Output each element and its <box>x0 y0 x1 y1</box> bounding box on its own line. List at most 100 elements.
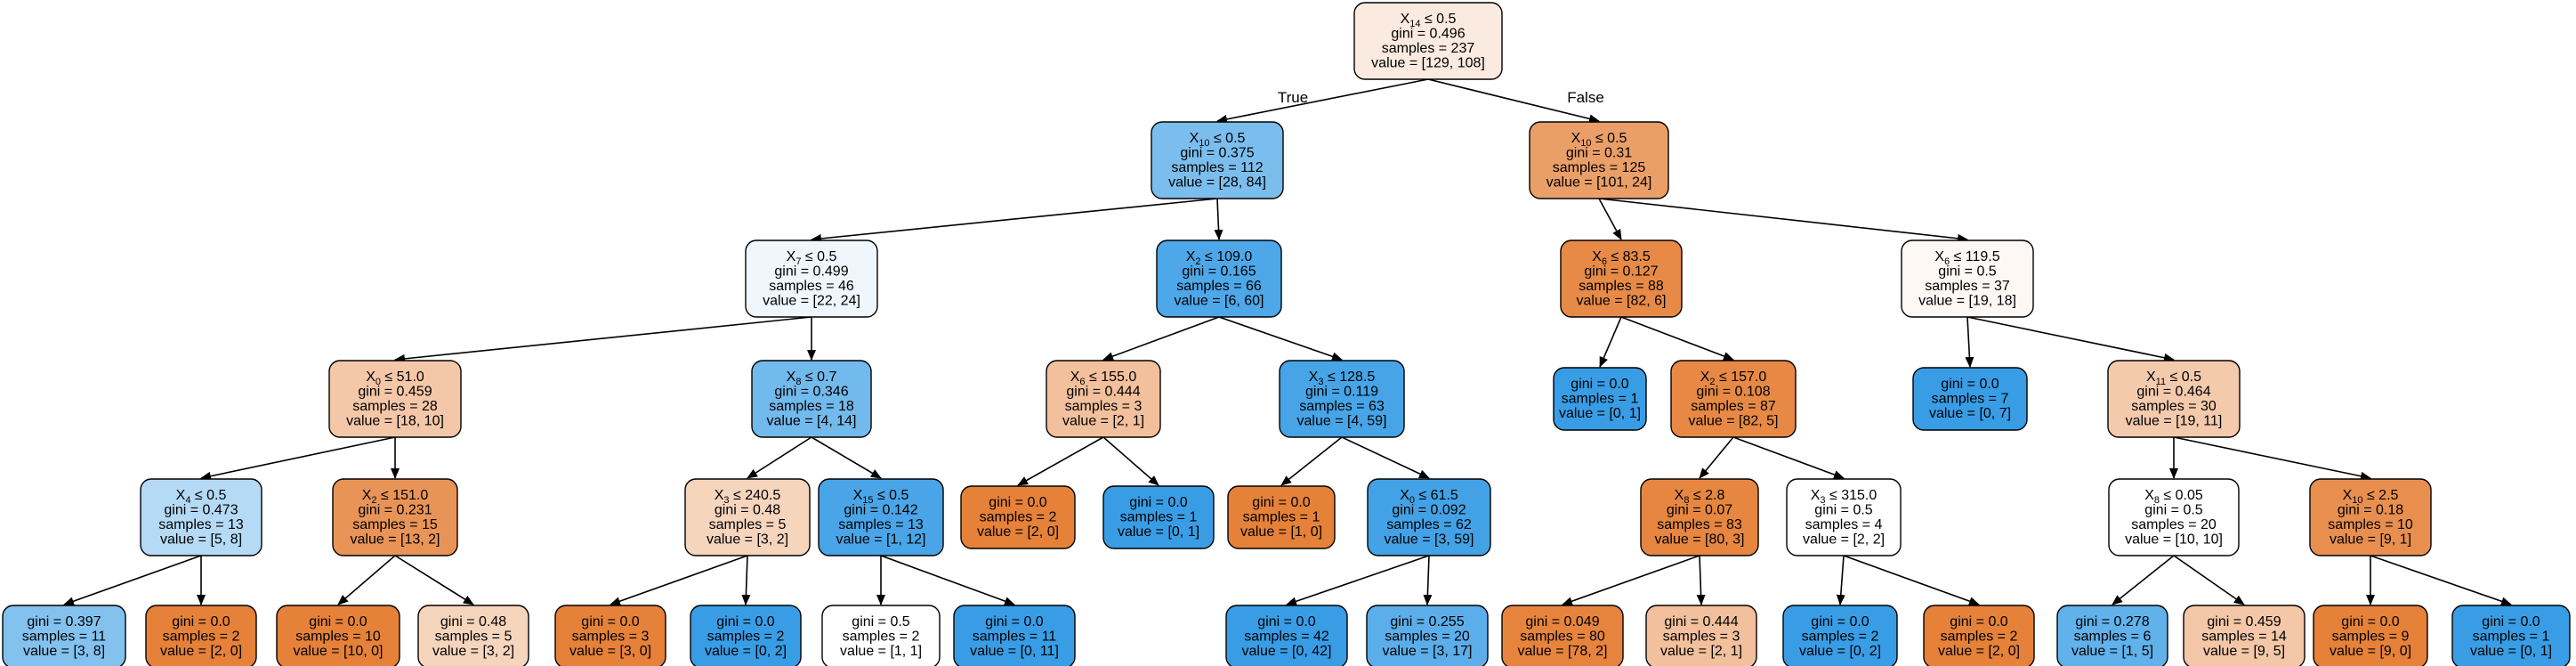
node-samples: samples = 112 <box>1171 160 1263 175</box>
node-box <box>1367 478 1491 556</box>
split-var: X <box>1811 488 1821 503</box>
node-gini: gini = 0.444 <box>1664 614 1738 629</box>
node-value: value = [13, 2] <box>351 532 440 547</box>
edge-n24-n40 <box>1843 555 1980 605</box>
node-gini: gini = 0.496 <box>1391 26 1465 41</box>
edge-n0-n2 <box>1427 78 1600 124</box>
node-value: value = [2, 0] <box>977 524 1059 540</box>
node-gini: gini = 0.18 <box>2338 502 2403 517</box>
node-samples: samples = 2 <box>843 629 920 645</box>
node-gini: gini = 0.0 <box>1941 377 1999 392</box>
node-box <box>1560 240 1683 318</box>
node-box <box>2 605 126 666</box>
node-split: X6 ≤ 119.5 <box>1934 249 1999 267</box>
node-box <box>1279 360 1405 438</box>
node-gini: gini = 0.0 <box>985 614 1043 629</box>
node-split: X3 ≤ 128.5 <box>1309 370 1376 387</box>
split-threshold: ≤ 0.5 <box>874 488 909 503</box>
edge-n6-n13 <box>1965 316 1974 368</box>
edge-label-true: True <box>1278 89 1308 106</box>
node-samples: samples = 10 <box>2328 517 2413 532</box>
node-box <box>821 605 941 666</box>
node-box <box>818 478 944 556</box>
node-samples: samples = 3 <box>1065 399 1143 414</box>
node-split: X2 ≤ 151.0 <box>362 488 429 506</box>
node-box <box>1151 121 1284 199</box>
node-box <box>953 605 1076 666</box>
node-samples: samples = 37 <box>1925 279 2010 294</box>
node-box <box>1670 360 1797 438</box>
node-gini: gini = 0.48 <box>715 502 780 517</box>
node-samples: samples = 1 <box>2473 629 2550 645</box>
node-split: X8 ≤ 2.8 <box>1675 488 1725 506</box>
node-split: X10 ≤ 2.5 <box>2343 488 2399 506</box>
node-samples: samples = 5 <box>709 517 787 532</box>
node-samples: samples = 3 <box>572 629 650 645</box>
node-box <box>2056 605 2168 666</box>
split-var: X <box>1571 131 1581 146</box>
node-samples: samples = 62 <box>1386 517 1472 532</box>
split-var: X <box>1190 131 1199 146</box>
split-subscript: 3 <box>1820 495 1825 506</box>
node-value: value = [3, 17] <box>1383 644 1473 659</box>
split-var: X <box>1400 488 1409 503</box>
split-subscript: 6 <box>1944 256 1950 267</box>
edge-n23-n38 <box>1696 555 1706 605</box>
split-subscript: 2 <box>1709 377 1715 387</box>
split-threshold: ≤ 0.5 <box>190 488 226 503</box>
split-var: X <box>1070 370 1080 385</box>
edge-n4-n10 <box>1218 316 1343 361</box>
split-var: X <box>2146 370 2156 385</box>
node-box <box>690 605 802 666</box>
node-value: value = [1, 5] <box>2071 644 2153 659</box>
edge-n24-n39 <box>1836 555 1845 605</box>
edge-n12-n23 <box>1699 436 1734 479</box>
split-threshold: ≤ 315.0 <box>1826 488 1877 503</box>
edge-n22-n36 <box>1423 555 1433 605</box>
node-box <box>332 478 458 556</box>
node-value: value = [28, 84] <box>1168 175 1266 190</box>
node-samples: samples = 13 <box>158 517 244 532</box>
edge-n14-n26 <box>2173 436 2371 481</box>
split-threshold: ≤ 155.0 <box>1086 370 1137 385</box>
node-gini: gini = 0.0 <box>2341 614 2399 629</box>
node-gini: gini = 0.0 <box>1129 495 1187 510</box>
split-threshold: ≤ 0.7 <box>801 370 836 385</box>
edge-n4-n9 <box>1102 316 1220 361</box>
edge-n10-n21 <box>1280 436 1343 486</box>
node-value: value = [9, 5] <box>2203 644 2285 659</box>
node-value: value = [18, 10] <box>346 413 444 428</box>
node-box <box>2107 360 2241 438</box>
edge-n18-n34 <box>880 555 1015 605</box>
edge-n3-n7 <box>394 316 812 363</box>
node-box <box>2309 478 2432 556</box>
node-value: value = [0, 11] <box>970 644 1059 659</box>
node-samples: samples = 2 <box>163 629 240 645</box>
node-box <box>1553 367 1647 431</box>
node-value: value = [1, 12] <box>836 532 926 547</box>
node-box <box>684 478 811 556</box>
node-box <box>2313 605 2428 666</box>
split-threshold: ≤ 2.5 <box>2363 488 2399 503</box>
node-gini: gini = 0.0 <box>172 614 230 629</box>
node-value: value = [6, 60] <box>1175 293 1264 308</box>
node-value: value = [2, 0] <box>160 644 242 659</box>
split-threshold: ≤ 151.0 <box>377 488 429 503</box>
node-samples: samples = 2 <box>980 510 1057 525</box>
node-gini: gini = 0.0 <box>989 495 1046 510</box>
node-value: value = [1, 1] <box>840 644 922 659</box>
split-subscript: 0 <box>375 377 381 387</box>
node-box <box>1640 478 1759 556</box>
node-value: value = [1, 0] <box>1240 524 1322 540</box>
node-value: value = [4, 14] <box>767 413 857 428</box>
node-box <box>751 360 872 438</box>
